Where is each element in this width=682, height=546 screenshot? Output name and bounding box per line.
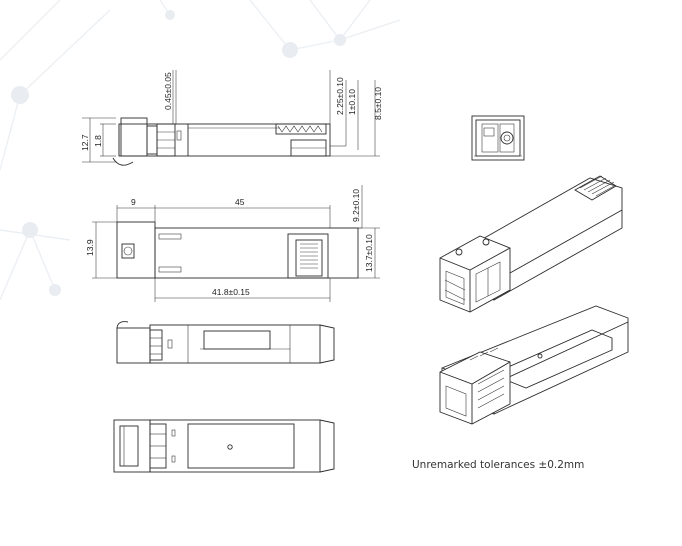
dim-top-width-inner: 9.2±0.10 [351,189,361,222]
side-view-alt [116,321,335,364]
isometric-view-bottom [439,305,629,425]
tolerance-note: Unremarked tolerances ±0.2mm [412,459,585,471]
dim-side-height-inner: 1.8 [93,135,103,147]
dim-side-height-total: 12.7 [80,134,90,151]
isometric-view-top [439,175,623,313]
dim-top-height: 13.9 [85,239,95,256]
dim-side-bottom-b: 1±0.10 [347,89,357,115]
dim-side-bottom-c: 8.5±0.10 [373,87,383,120]
background-network-pattern [0,0,401,301]
dim-top-body-length: 41.8±0.15 [212,287,250,297]
dim-top-front: 9 [131,197,136,207]
dim-top-width-outer: 13.7±0.10 [364,234,374,272]
dim-side-bottom-a: 2.25±0.10 [335,77,345,115]
front-view [471,115,525,161]
dim-side-top-gap: 0.45±0.05 [163,72,173,110]
dim-top-length: 45 [235,197,245,207]
side-view: 0.45±0.05 2.25±0.10 1±0.10 8.5±0.10 12.7… [80,70,383,166]
bottom-view [113,419,335,473]
top-view: 9 45 13.9 9.2±0.10 13.7±0.10 41.8±0.15 [85,185,380,302]
